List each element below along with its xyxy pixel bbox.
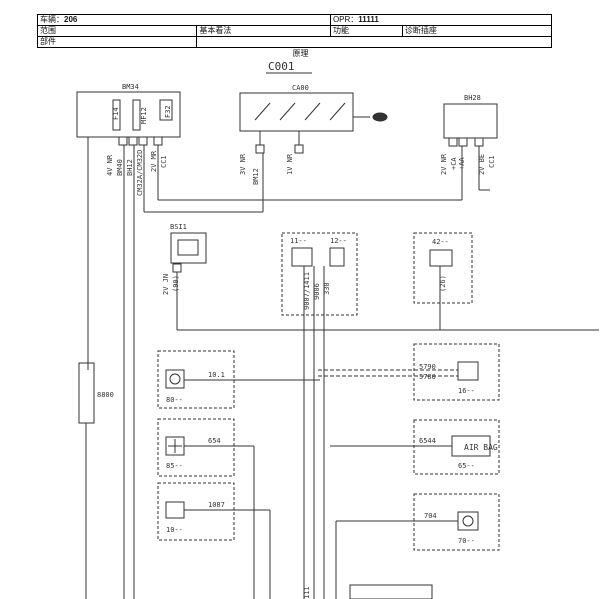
wire-bsi1-pin: (90) — [172, 275, 180, 292]
diagram-code: C001 — [268, 60, 295, 73]
gauge-icon — [429, 249, 453, 267]
wire-654: 654 — [208, 437, 221, 445]
relay-coil-icon — [291, 247, 313, 267]
section-title: 原理 — [292, 49, 309, 58]
module-85-box — [157, 418, 235, 477]
bm34-pin-2 — [128, 136, 138, 146]
wire-5790: 5790 — [419, 363, 436, 371]
bsi1-ic-icon — [177, 239, 199, 256]
wire-4v-nr: 4V NR — [106, 154, 114, 176]
bh28-pin-1 — [448, 137, 458, 147]
bsi1-box — [170, 232, 207, 264]
wire-2v-mr: 2V MR — [150, 150, 158, 172]
bh28-label: BH28 — [464, 94, 481, 102]
bm34-pin-1 — [118, 136, 128, 146]
module-85-label: 85-- — [166, 462, 183, 470]
module-65-box — [413, 419, 500, 475]
fuse-f32 — [159, 99, 173, 121]
ca00-pin-2 — [294, 144, 304, 154]
module-70-box — [413, 493, 500, 551]
bsi1-label: BSI1 — [170, 223, 187, 231]
module-10-label: 10-- — [166, 526, 183, 534]
header-table: 车辆：206 OPR：11111 范围 基本看法 功能 诊断插座 部件 — [36, 14, 553, 48]
wire-1v-nr: 1V NR — [286, 153, 294, 175]
bh28-pin-3 — [474, 137, 484, 147]
bh28-pin-2 — [458, 137, 468, 147]
wire-9006: 9006 — [313, 283, 321, 300]
wire-bh28-aa: +AA — [458, 157, 466, 170]
wire-bm40: BM40 — [116, 159, 124, 176]
8800-label: 8800 — [97, 391, 114, 399]
wire-9007: 9007/1411 — [303, 272, 311, 310]
module-42-box — [413, 232, 473, 304]
lamp-icon — [457, 361, 479, 381]
module-16-label: 16-- — [458, 387, 475, 395]
wire-1087: 1087 — [208, 501, 225, 509]
wire-10-1: 10.1 — [208, 371, 225, 379]
module-16-box — [413, 343, 500, 401]
wire-cm32: CM32A/CM32D — [136, 150, 144, 196]
bsi1-pin — [172, 263, 182, 273]
fuse-mf12-label: MF12 — [140, 107, 148, 124]
ca00-pin-1 — [255, 144, 265, 154]
module-12-label: 12-- — [330, 237, 347, 245]
wire-111: 111 — [303, 586, 311, 599]
bm34-pin-4 — [153, 136, 163, 146]
wire-6544: 6544 — [419, 437, 436, 445]
opr-value: 11111 — [358, 15, 379, 24]
module-10-box — [157, 482, 235, 541]
sun-icon — [169, 373, 181, 385]
wire-3v-nr: 3V NR — [239, 153, 247, 175]
brake-icon — [457, 511, 479, 531]
module-70-label: 70-- — [458, 537, 475, 545]
wire-cc1: CC1 — [160, 155, 168, 168]
wire-330: 330 — [323, 282, 331, 295]
fuse-f32-label: F32 — [164, 105, 172, 118]
ca00-label: CA00 — [292, 84, 309, 92]
wire-bsi1-2v-jn: 2V JN — [162, 274, 170, 295]
bm34-pin-3 — [138, 136, 148, 146]
wire-42-26: (26) — [439, 275, 447, 292]
vehicle-label: 车辆： — [40, 15, 64, 24]
wire-704: 704 — [424, 512, 437, 520]
wire-bh28-2v-nr: 2V NR — [440, 153, 448, 175]
sun-icon-frame — [165, 369, 185, 389]
wire-5780: 5780 — [419, 373, 436, 381]
wire-bm12: BM12 — [252, 168, 260, 185]
airbag-text: AIR BAG — [464, 443, 498, 452]
module-80-label: 80-- — [166, 396, 183, 404]
ignition-key-icon — [372, 112, 388, 122]
bottom-box — [349, 584, 433, 599]
8800-component — [78, 362, 95, 424]
wire-bh28-2v-be: 2V BE — [478, 154, 486, 175]
module-42-label: 42-- — [432, 238, 449, 246]
ca00-box — [239, 92, 354, 132]
vehicle-value: 206 — [64, 15, 78, 24]
module-65-label: 65-- — [458, 462, 475, 470]
opr-label: OPR： — [332, 15, 359, 24]
part-value-cell — [196, 36, 552, 48]
bm34-label: BM34 — [122, 83, 139, 91]
fuse-f14 — [112, 99, 121, 131]
wire-bh28-ca: +CA — [450, 157, 458, 170]
wire-bh12: BH12 — [126, 159, 134, 176]
bh28-box — [443, 103, 498, 139]
fuse-f14-label: F14 — [112, 107, 120, 120]
pump-icon — [329, 247, 345, 267]
wire-bh28-cc1: CC1 — [488, 155, 496, 168]
module-11-label: 11-- — [290, 237, 307, 245]
heater-icon — [165, 501, 185, 519]
brake-icon-circle — [462, 515, 474, 527]
part-cell: 部件 — [36, 36, 198, 48]
module-80-box — [157, 350, 235, 409]
module-11-12-box — [281, 232, 358, 316]
fuse-mf12 — [132, 99, 141, 131]
